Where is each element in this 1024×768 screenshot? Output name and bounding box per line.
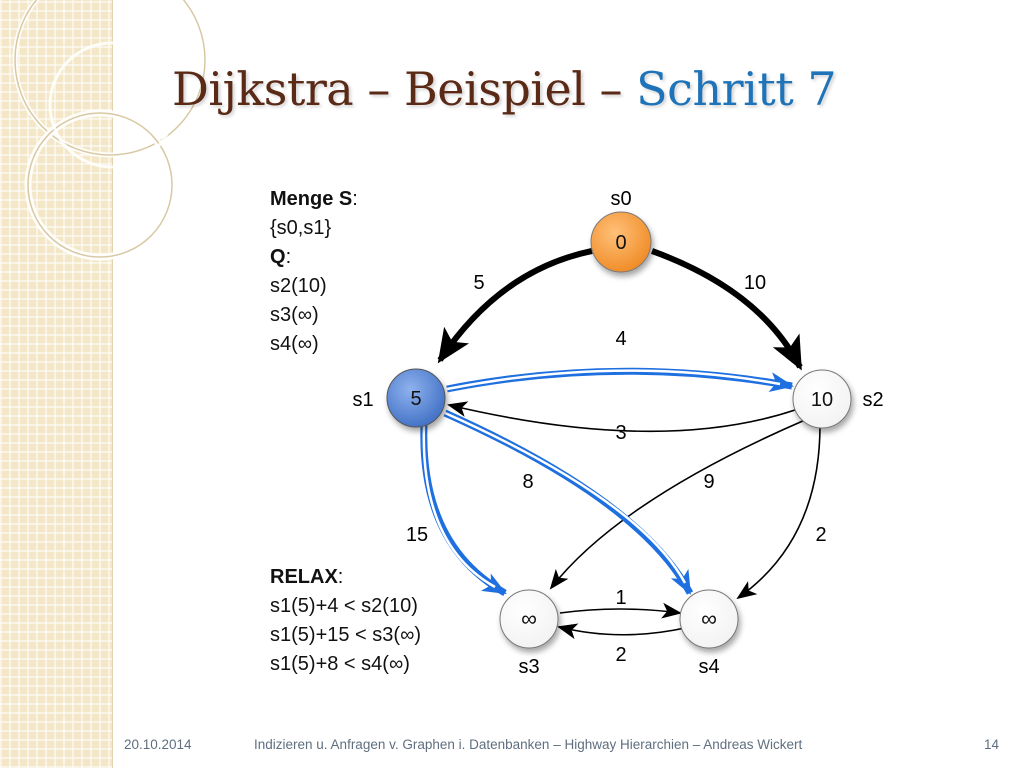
edge-weight-s0-s2: 10	[744, 272, 766, 294]
edge-weight-s3-s4: 1	[615, 587, 626, 609]
edge-weight-s0-s1: 5	[473, 272, 484, 294]
edge-weight-s4-s3: 2	[615, 644, 626, 666]
queue-item: s2(10)	[270, 275, 327, 297]
set-label: Menge S	[270, 188, 353, 210]
edge-s1-s3	[420, 424, 507, 597]
relax-label: RELAX	[270, 566, 338, 588]
set-line: Menge S:	[270, 188, 358, 210]
relax-heading: RELAX:	[270, 566, 344, 588]
node-dist: ∞	[701, 606, 717, 631]
set-info: Menge S: {s0,s1} Q: s2(10) s3(∞) s4(∞)	[270, 185, 358, 359]
node-label-s4: s4	[698, 656, 719, 678]
edge-weight-s2-s1: 3	[615, 422, 626, 444]
edge-s2-s1	[447, 401, 796, 433]
edge-s2-s4	[736, 424, 821, 600]
footer-page-number: 14	[984, 737, 1000, 752]
node-label-s2: s2	[862, 389, 883, 411]
edge-weight-s2-s4: 2	[815, 524, 826, 546]
footer-text: Indizieren u. Anfragen v. Graphen i. Dat…	[254, 737, 803, 752]
node-label-s0: s0	[610, 188, 631, 210]
edge-s4-s3	[557, 623, 686, 640]
queue-item: s3(∞)	[270, 304, 319, 326]
slide-title: Dijkstra – Beispiel – Schritt 7	[172, 62, 837, 116]
footer-date: 20.10.2014	[124, 737, 192, 752]
edge-s1-s2	[446, 367, 794, 393]
edge-s0-s2	[650, 248, 803, 371]
set-value: {s0,s1}	[270, 217, 332, 239]
node-s4: ∞	[679, 589, 739, 649]
node-s3: ∞	[499, 589, 559, 649]
relax-line: s1(5)+15 < s3(∞)	[270, 624, 421, 646]
edge-s0-s1	[437, 248, 593, 364]
relax-info: RELAX: s1(5)+4 < s2(10) s1(5)+15 < s3(∞)…	[270, 563, 421, 679]
node-dist: 5	[410, 388, 421, 410]
queue-label: Q	[270, 246, 286, 268]
edge-weight-s2-s3: 9	[703, 471, 714, 493]
edge-s1-s4	[443, 409, 694, 595]
relax-line: s1(5)+8 < s4(∞)	[270, 653, 410, 675]
queue-item: s4(∞)	[270, 333, 319, 355]
edge-s3-s4	[559, 602, 682, 619]
node-dist: 10	[811, 389, 833, 411]
node-s0: 0	[590, 211, 652, 273]
node-dist: ∞	[521, 606, 537, 631]
node-s2: 10	[792, 369, 852, 429]
decorative-circles	[12, 0, 208, 261]
edge-weight-s1-s2: 4	[615, 328, 626, 350]
node-s1: 5	[386, 368, 446, 428]
title-highlight: Schritt 7	[636, 62, 837, 116]
relax-line: s1(5)+4 < s2(10)	[270, 595, 418, 617]
node-label-s1: s1	[352, 389, 373, 411]
title-main: Dijkstra – Beispiel –	[172, 62, 637, 116]
node-label-s3: s3	[518, 656, 539, 678]
queue-line: Q:	[270, 246, 292, 268]
edge-weight-s1-s3: 15	[406, 524, 428, 546]
edge-s2-s3	[549, 419, 806, 590]
node-dist: 0	[615, 232, 626, 254]
edge-weight-s1-s4: 8	[522, 471, 533, 493]
